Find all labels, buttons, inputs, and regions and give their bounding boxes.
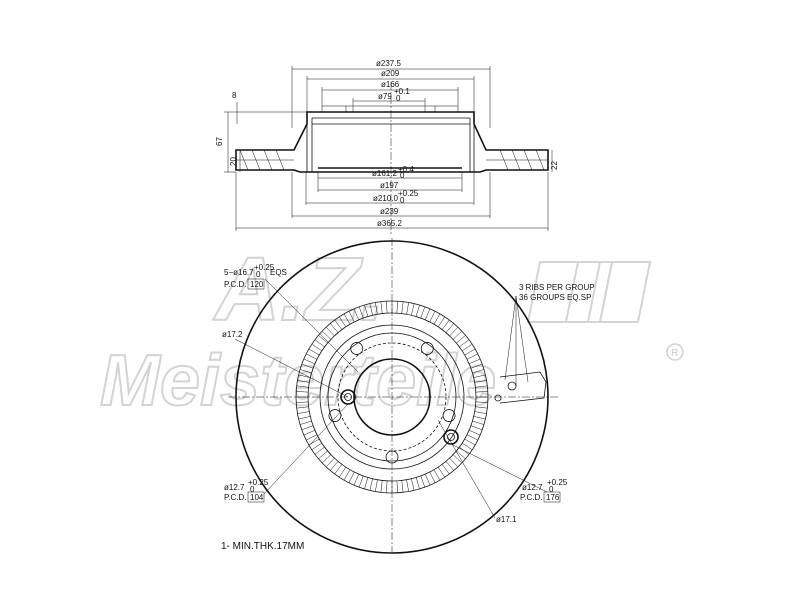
dim-210-0: ø210.0 [373, 194, 398, 203]
watermark-logo-blocks [526, 261, 652, 323]
dim-height-20: 20 [229, 157, 238, 166]
pcd-176-prefix: P.C.D. [520, 493, 543, 502]
hole-17-1-label: ø17.1 [496, 515, 517, 524]
vent-ribs [296, 301, 488, 493]
bolt-holes-eqs: EQS [270, 268, 287, 277]
bolt-holes-label: 5−ø16.7 [224, 268, 254, 277]
min-thickness-note: 1- MIN.THK.17MM [221, 541, 304, 552]
pin-right-tol-zero: 0 [549, 485, 554, 494]
pin-left-tol-zero: 0 [250, 485, 255, 494]
ribs-groups: 36 GROUPS EQ.SP [519, 293, 591, 302]
dim-79: ø79 [378, 92, 392, 101]
pin-right-tolerance: +0.25 [547, 478, 568, 487]
pcd-104-prefix: P.C.D. [224, 493, 247, 502]
pcd-120-value: 120 [250, 280, 264, 289]
dim-210-tol-zero: 0 [400, 196, 405, 205]
hat-outer-circle [319, 324, 465, 470]
bolt-holes-tol-zero: 0 [256, 270, 261, 279]
dim-237-5: ø237.5 [376, 59, 401, 68]
watermark-registered: R [671, 348, 678, 359]
dim-209: ø209 [381, 69, 400, 78]
hatch-left [236, 149, 294, 171]
dim-height-8: 8 [232, 91, 237, 100]
disc-outer-edge [235, 240, 549, 554]
dim-height-67: 67 [215, 137, 224, 146]
pcd-104-circle [337, 342, 447, 452]
dim-365-2: ø365.2 [377, 219, 402, 228]
watermark: A.Z. Meisterteile R [99, 239, 684, 422]
wear-indicator [494, 371, 547, 404]
dim-thickness-22: 22 [550, 161, 559, 170]
bolt-hole [385, 450, 399, 464]
watermark-brand-top: A.Z. [213, 240, 385, 340]
hat-outline [235, 111, 549, 173]
pcd-120-prefix: P.C.D. [224, 280, 247, 289]
side-view: ø237.5 ø209 ø166 ø79 +0.1 0 [215, 59, 559, 236]
bolt-holes [328, 342, 456, 464]
hat-mid-circle [327, 332, 457, 462]
bolt-holes-tolerance: +0.25 [254, 263, 275, 272]
dim-166: ø166 [381, 80, 400, 89]
watermark-brand-bottom: Meisterteile [100, 341, 496, 421]
dim-239: ø239 [380, 207, 399, 216]
dim-161-2: ø161.2 [372, 169, 397, 178]
ribs-per-group: 3 RIBS PER GROUP [519, 283, 595, 292]
pcd-176-value: 176 [546, 493, 560, 502]
dim-79-tolerance: +0.1 [394, 87, 410, 96]
dim-161-tol-zero: 0 [400, 171, 405, 180]
dim-210-tolerance: +0.25 [398, 189, 419, 198]
dim-161-tolerance: +0.4 [398, 165, 414, 174]
bolt-hole [328, 409, 342, 422]
pin-right-diameter: ø12.7 [522, 483, 543, 492]
bolt-hole [420, 342, 434, 355]
hole-17-2-label: ø17.2 [222, 330, 243, 339]
front-view: 5−ø16.7 +0.25 0 EQS P.C.D. 120 ø17.2 ø12… [222, 238, 595, 554]
pin-left-tolerance: +0.25 [248, 478, 269, 487]
vent-inner-ring [307, 312, 477, 482]
bolt-hole [350, 342, 364, 355]
dim-79-tol-zero: 0 [396, 94, 401, 103]
registered-mark-icon [666, 343, 684, 361]
bolt-hole [442, 409, 456, 422]
pin-left-diameter: ø12.7 [224, 483, 245, 492]
pcd-104-value: 104 [250, 493, 264, 502]
hatch-right [486, 149, 548, 171]
centre-bore [353, 358, 431, 436]
dim-197: ø197 [380, 181, 399, 190]
